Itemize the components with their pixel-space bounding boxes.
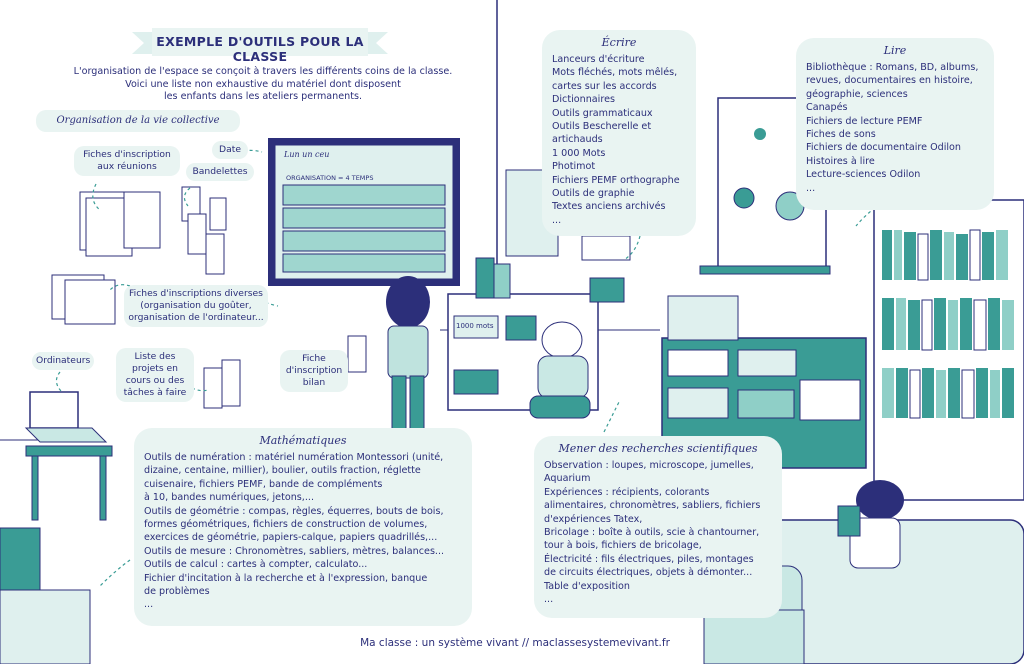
list-item: alimentaires, chronomètres, sabliers, fi… [544, 500, 761, 512]
computer-desk [24, 391, 113, 521]
wall-papers [51, 186, 367, 409]
board-subheading: ORGANISATION = 4 TEMPS [286, 174, 374, 182]
list-item: de circuits électriques, objets à démont… [544, 567, 753, 579]
mathematiques-panel: Mathématiques Outils de numération : mat… [134, 428, 472, 626]
standing-child [386, 276, 430, 435]
list-item: géographie, sciences [806, 88, 908, 100]
shelf-label: 1000 mots [456, 322, 494, 330]
intro-line: Voici une liste non exhaustive du matéri… [125, 78, 401, 90]
list-item: Canapés [806, 102, 848, 114]
list-item: formes géométriques, fichiers de constru… [144, 519, 428, 531]
list-item: Mots fléchés, mots mêlés, [552, 67, 678, 79]
list-item: d'expériences Tatex, [544, 513, 643, 525]
list-item: de problèmes [144, 586, 210, 598]
list-item: Observation : loupes, microscope, jumell… [544, 460, 754, 471]
board-heading: Lun un ceu [284, 150, 330, 159]
list-item: ... [144, 599, 154, 611]
list-item: à 10, bandes numériques, jetons,... [144, 492, 314, 504]
ecrire-list: Lanceurs d'écriture Mots fléchés, mots m… [552, 53, 686, 227]
list-item: Fichiers PEMF orthographe [552, 174, 680, 186]
label-ordinateurs: Ordinateurs [32, 352, 94, 370]
list-item: 1 000 Mots [552, 147, 606, 159]
list-item: cartes sur les accords [552, 80, 657, 92]
label-bandelettes: Bandelettes [186, 163, 254, 181]
list-item: Outils Bescherelle et [552, 121, 652, 133]
label-date: Date [212, 141, 248, 159]
list-item: Fichier d'incitation à la recherche et à… [144, 572, 428, 584]
list-item: Dictionnaires [552, 94, 615, 106]
list-item: artichauds [552, 134, 603, 146]
list-item: ... [806, 182, 816, 194]
label-fiche-bilan: Fiche d'inscription bilan [280, 350, 348, 392]
list-item: exercices de géométrie, papiers-calque, … [144, 532, 438, 544]
page-title: EXEMPLE D'OUTILS POUR LA CLASSE [156, 34, 364, 64]
vie-collective-heading: Organisation de la vie collective [36, 110, 240, 132]
list-item: Fichiers de documentaire Odilon [806, 142, 961, 154]
list-item: Table d'exposition [544, 580, 630, 592]
intro-line: les enfants dans les ateliers permanents… [163, 91, 363, 102]
list-item: Lecture-sciences Odilon [806, 169, 921, 181]
list-item: Outils de graphie [552, 188, 635, 200]
list-item: cuisenaire, fichiers PEMF, bande de comp… [144, 478, 383, 490]
recherches-panel: Mener des recherches scientifiques Obser… [534, 436, 782, 618]
list-item: revues, documentaires en histoire, [806, 75, 973, 87]
label-liste-projets: Liste des projets en cours ou des tâches… [116, 348, 194, 402]
footer-credit: Ma classe : un système vivant // maclass… [360, 637, 670, 649]
connectors [55, 149, 881, 587]
label-fiches-diverses: Fiches d'inscriptions diverses (organisa… [124, 285, 268, 327]
title-banner: EXEMPLE D'OUTILS POUR LA CLASSE [132, 28, 388, 64]
label-fiches-reunions: Fiches d'inscription aux réunions [74, 146, 180, 176]
central-shelf [447, 257, 625, 411]
crouching-child [529, 321, 591, 419]
mathematiques-heading: Mathématiques [259, 434, 347, 447]
list-item: Histoires à lire [806, 155, 875, 167]
list-item: Bibliothèque : Romans, BD, albums, [806, 62, 979, 73]
list-item: Lanceurs d'écriture [552, 54, 645, 65]
list-item: Électricité : fils électriques, piles, m… [544, 553, 754, 565]
list-item: Aquarium [544, 473, 591, 485]
left-shelf [0, 527, 91, 664]
bookshelf [873, 199, 1024, 501]
list-item: Outils de mesure : Chronomètres, sablier… [144, 545, 445, 557]
whiteboard [268, 138, 460, 286]
lire-panel: Lire Bibliothèque : Romans, BD, albums, … [796, 38, 994, 210]
list-item: ... [552, 214, 562, 226]
list-item: tour à bois, fichiers de bricolage, [544, 540, 702, 552]
intro-text: L'organisation de l'espace se conçoit à … [34, 66, 492, 104]
list-item: Outils de calcul : cartes à compter, cal… [144, 559, 368, 571]
list-item: Outils grammaticaux [552, 107, 653, 119]
list-item: Expériences : récipients, colorants [544, 486, 710, 498]
list-item: Fichiers de lecture PEMF [806, 115, 923, 127]
intro-line: L'organisation de l'espace se conçoit à … [73, 66, 453, 77]
list-item: Textes anciens archivés [552, 201, 666, 213]
list-item: Outils de géométrie : compas, règles, éq… [144, 505, 444, 517]
recherches-list: Observation : loupes, microscope, jumell… [544, 459, 772, 606]
list-item: Bricolage : boîte à outils, scie à chant… [544, 527, 760, 539]
lire-list: Bibliothèque : Romans, BD, albums, revue… [806, 61, 984, 195]
ecrire-panel: Écrire Lanceurs d'écriture Mots fléchés,… [542, 30, 696, 236]
recherches-heading: Mener des recherches scientifiques [558, 442, 758, 455]
science-shelf [661, 295, 867, 469]
list-item: dizaine, centaine, millier), boulier, ou… [144, 465, 421, 477]
list-item: ... [544, 594, 554, 606]
mathematiques-list: Outils de numération : matériel numérati… [144, 451, 462, 612]
list-item: Outils de numération : matériel numérati… [144, 452, 444, 463]
ecrire-heading: Écrire [601, 36, 637, 49]
list-item: Fiches de sons [806, 129, 876, 141]
lire-heading: Lire [883, 44, 907, 57]
list-item: Photimot [552, 161, 596, 173]
